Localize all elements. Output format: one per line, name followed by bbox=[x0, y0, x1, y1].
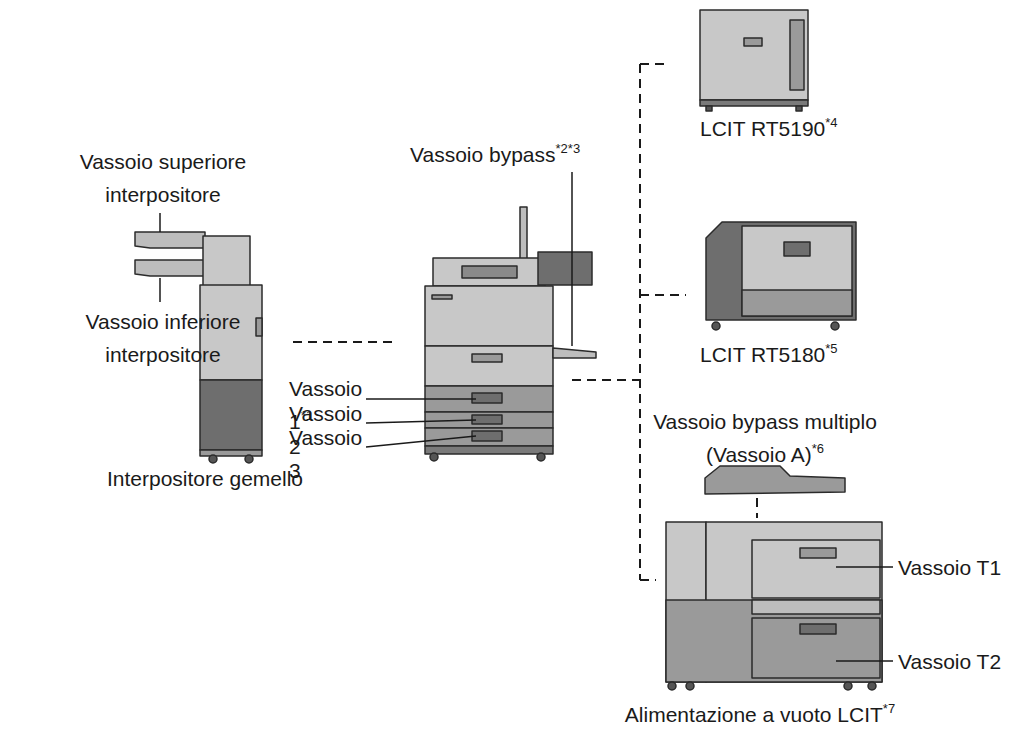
part-label: Alimentazione a vuoto LCIT bbox=[625, 703, 883, 726]
label-group: LCIT RT5190*4 bbox=[700, 112, 900, 145]
callout-number: *4 bbox=[825, 115, 837, 130]
callout-number: *7 bbox=[883, 701, 895, 716]
label-group: Vassoio 3 bbox=[289, 421, 369, 487]
callout-number: *6 bbox=[812, 441, 824, 456]
callout-number: *5 bbox=[825, 341, 837, 356]
label-group: Vassoio superiore interpositore bbox=[43, 145, 283, 211]
part-label: Vassoio bypass multiplo (Vassoio A) bbox=[653, 410, 877, 466]
part-label: Vassoio bypass bbox=[410, 143, 556, 166]
part-label: Interpositore gemello bbox=[107, 467, 303, 490]
part-label: LCIT RT5190 bbox=[700, 117, 825, 140]
part-label: Vassoio superiore interpositore bbox=[80, 150, 247, 206]
callout-number: *2*3 bbox=[556, 141, 581, 156]
part-label: LCIT RT5180 bbox=[700, 343, 825, 366]
label-group: LCIT RT5180*5 bbox=[700, 338, 900, 371]
label-group: Vassoio T1 bbox=[898, 551, 1028, 584]
part-label: Vassoio T2 bbox=[898, 650, 1001, 673]
connection-lines bbox=[293, 64, 757, 580]
leader-lines bbox=[160, 172, 893, 661]
part-label: Vassoio 3 bbox=[289, 426, 362, 482]
label-group: Vassoio inferiore interpositore bbox=[43, 305, 283, 371]
label-group: Vassoio bypass*2*3 bbox=[410, 138, 650, 171]
label-group: Vassoio bypass multiplo (Vassoio A)*6 bbox=[645, 405, 885, 471]
part-label: Vassoio T1 bbox=[898, 556, 1001, 579]
part-label: Vassoio inferiore interpositore bbox=[86, 310, 241, 366]
label-group: Vassoio T2 bbox=[898, 645, 1028, 678]
label-group: Alimentazione a vuoto LCIT*7 bbox=[605, 698, 915, 731]
